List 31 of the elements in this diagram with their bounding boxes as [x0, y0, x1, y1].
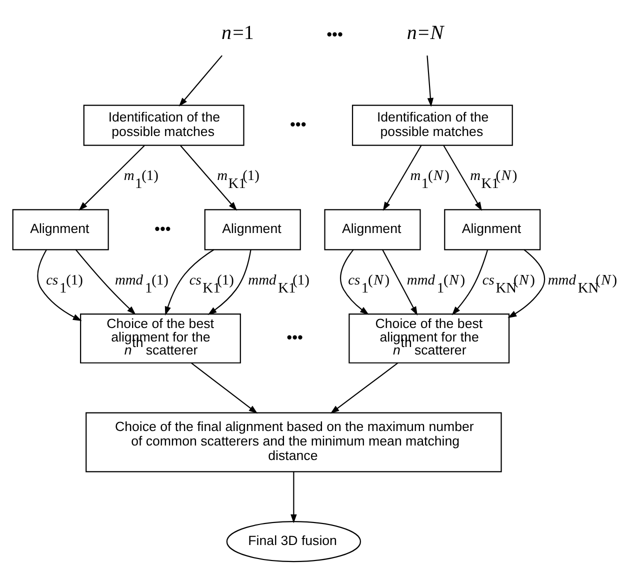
label: •••: [326, 26, 343, 44]
arrow: [382, 249, 418, 315]
arrow: [340, 248, 369, 314]
node-box: Alignment: [324, 208, 421, 250]
arrow: [426, 55, 434, 106]
node-text: n=1: [222, 22, 254, 44]
arrow: [78, 144, 145, 210]
node-box: Choice of the final alignment based on the maximum number of common scatterers and the minimum mean matching distance: [86, 412, 502, 472]
arrow: [290, 471, 297, 523]
arrow: [508, 248, 545, 318]
label: •••: [286, 329, 303, 346]
arrow: [208, 249, 252, 314]
arrow: [180, 144, 238, 210]
arrow: [164, 248, 214, 315]
arrow: [443, 144, 482, 210]
node-box: Identification of the possible matches: [352, 104, 513, 146]
node-box: Identification of the possible matches: [83, 104, 244, 146]
label: •••: [290, 116, 306, 133]
node-box: Alignment: [444, 208, 541, 250]
node-ellipse: Final 3D fusion: [226, 520, 362, 562]
arrow: [452, 249, 488, 315]
arrow: [178, 54, 222, 106]
arrow: [75, 248, 136, 314]
arrow: [191, 362, 258, 414]
arrow: [382, 144, 422, 210]
arrow: [330, 362, 398, 414]
label: •••: [154, 220, 171, 238]
arrow: [37, 249, 82, 320]
node-text: n=N: [406, 22, 444, 44]
node-box: Alignment: [204, 208, 301, 250]
node-box: Alignment: [12, 208, 109, 250]
